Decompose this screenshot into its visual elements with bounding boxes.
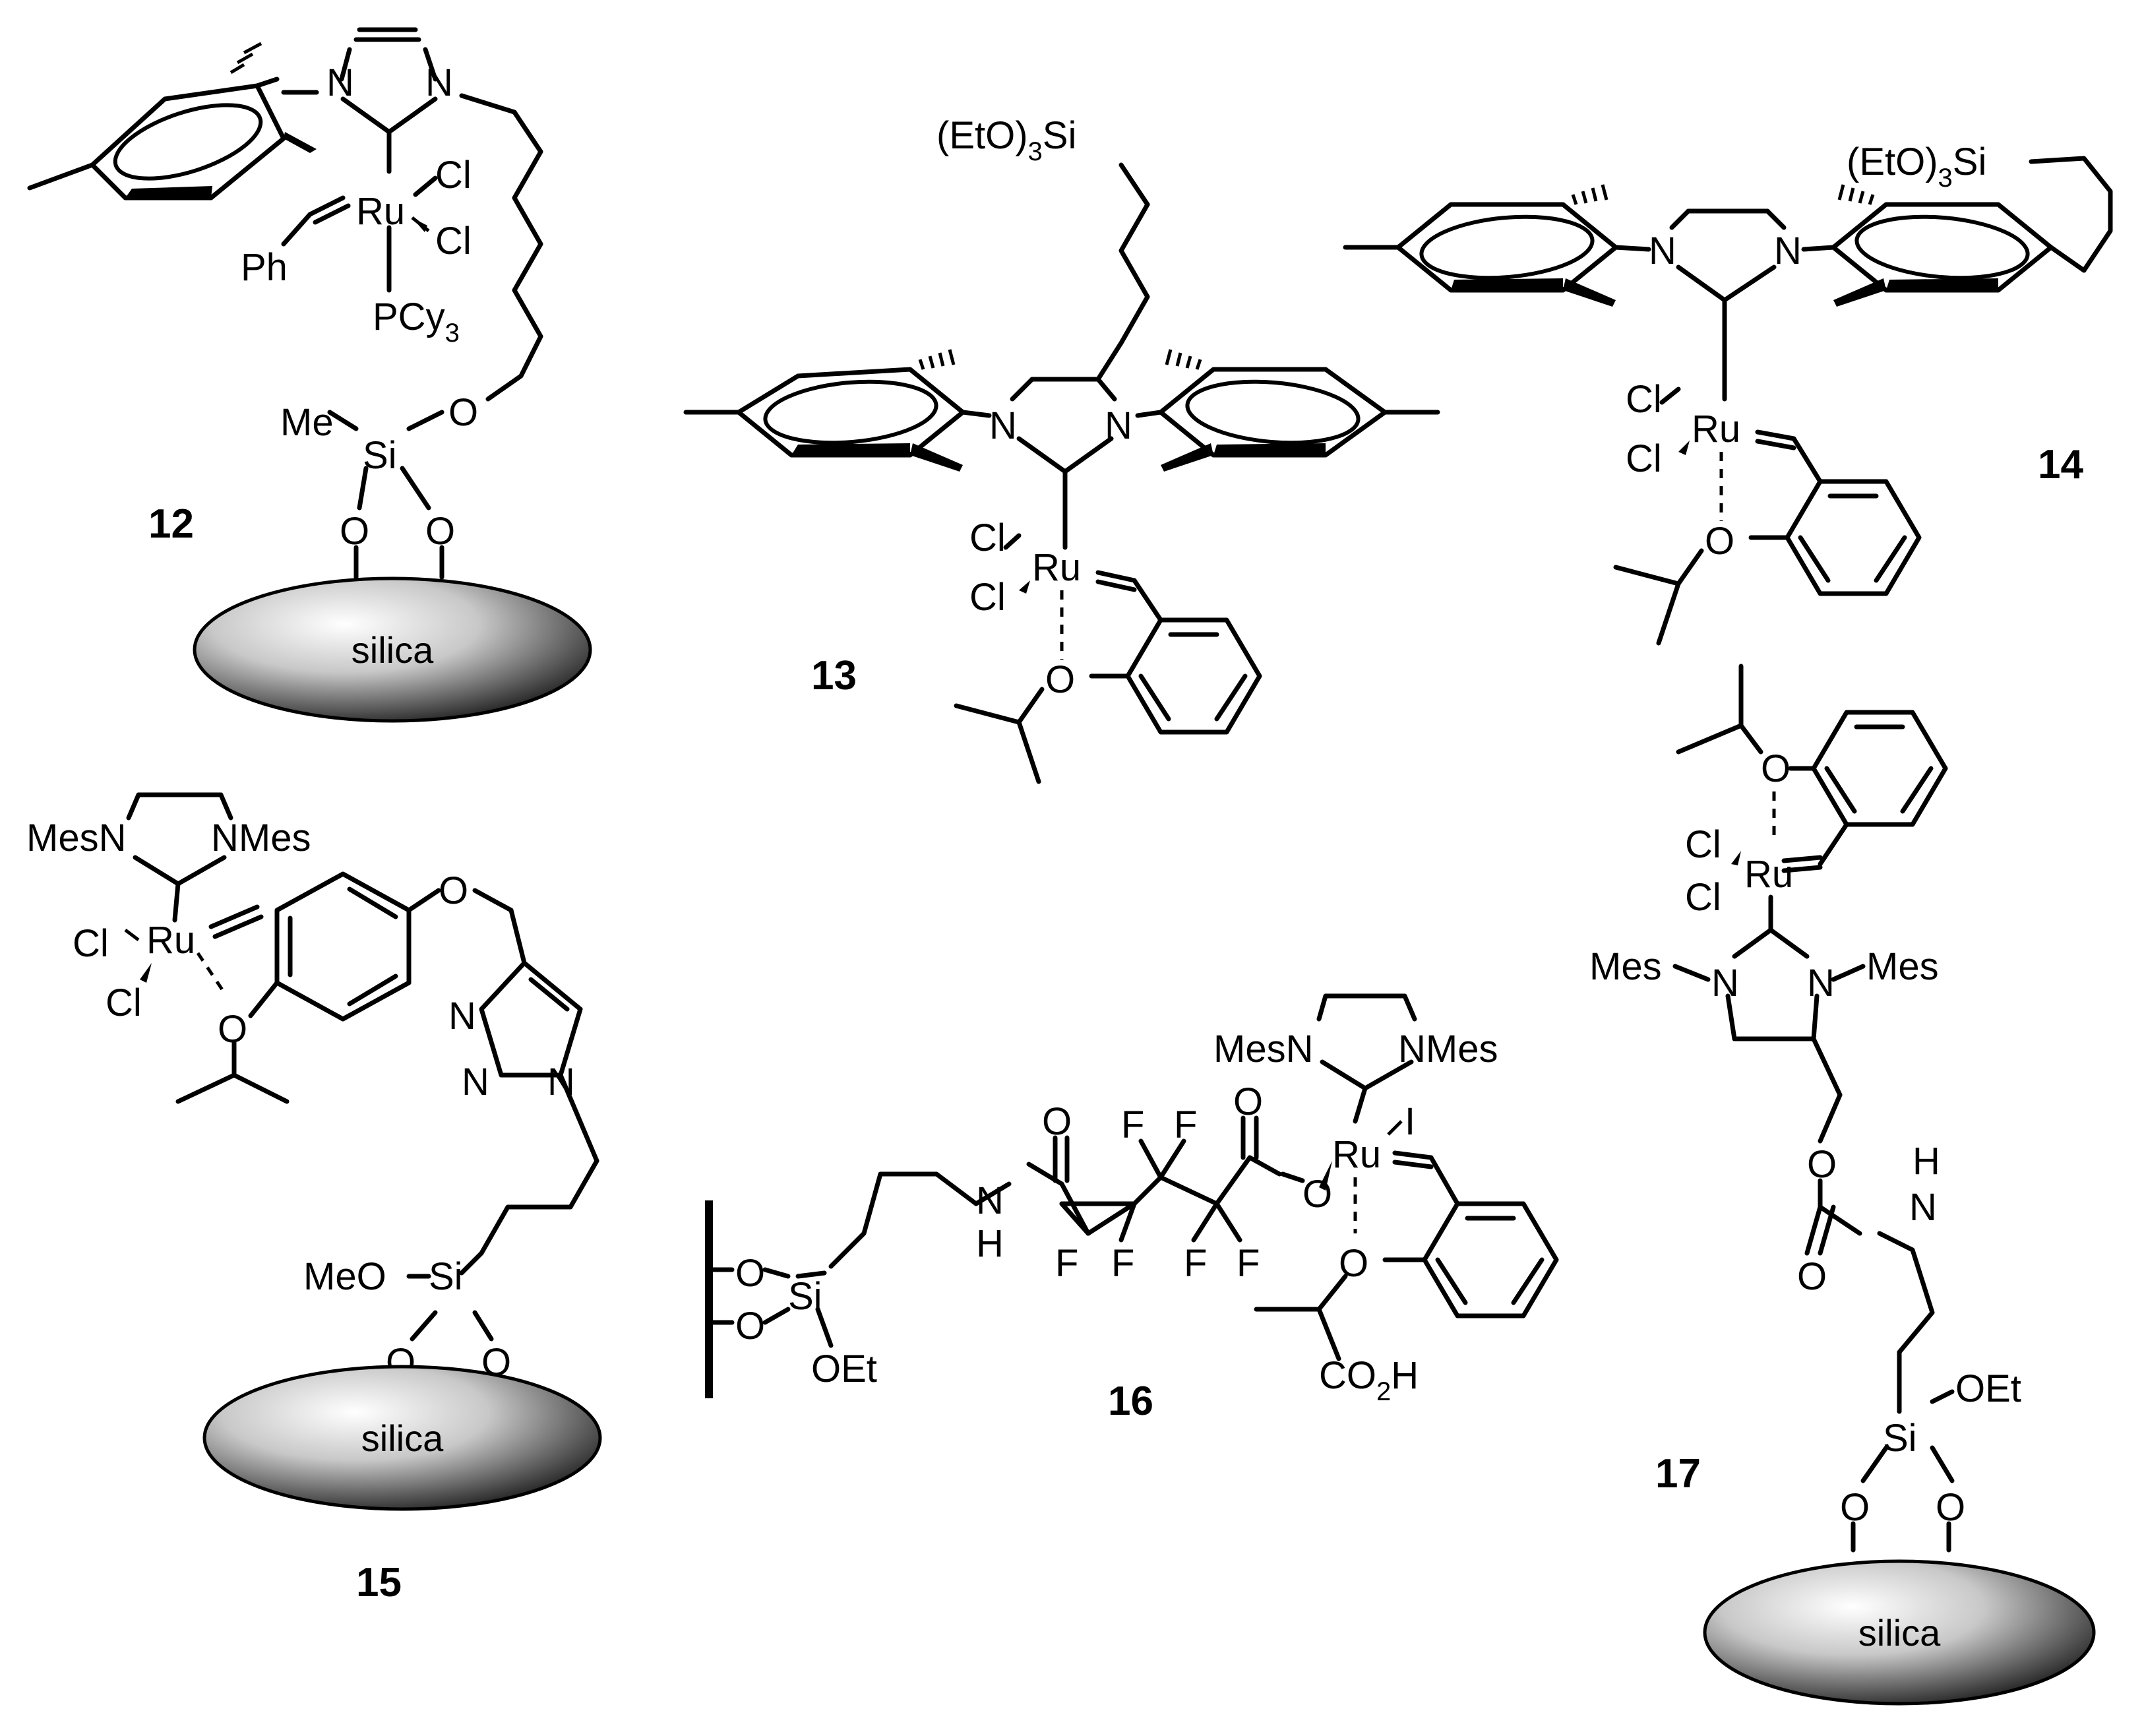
atom-ru: Ru <box>1744 853 1793 896</box>
atom-oet: OEt <box>1955 1367 2021 1410</box>
atom-n1: N <box>326 61 354 104</box>
compound-number: 13 <box>811 653 857 698</box>
mesityl-ring-12 <box>27 42 317 201</box>
atom-cl: Cl <box>73 922 109 965</box>
atom-ru: Ru <box>356 190 405 233</box>
silica-support <box>1703 1559 2096 1706</box>
atom-o: O <box>1339 1242 1368 1285</box>
atom-mesn: MesN <box>26 817 126 859</box>
atom-o: O <box>1705 520 1734 563</box>
compound-number: 16 <box>1108 1379 1153 1424</box>
atom-cl: Cl <box>969 516 1006 559</box>
atom-o: O <box>1840 1486 1870 1529</box>
atom-n1: N <box>989 404 1017 447</box>
atom-si: Si <box>363 434 397 477</box>
atom-n2: N <box>1774 230 1802 272</box>
atom-o: O <box>448 391 478 434</box>
compound-15: MesN NMes Cl Cl Ru O O N N N MeO Si O O … <box>26 792 602 1605</box>
atom-n: N <box>448 995 476 1038</box>
atom-mes: Mes <box>1866 945 1939 988</box>
atom-ru: Ru <box>1332 1133 1381 1176</box>
atom-cl: Cl <box>106 981 142 1024</box>
compound-number: 15 <box>356 1560 402 1605</box>
atom-o: O <box>1807 1143 1837 1186</box>
etosi-group: (EtO)3Si <box>1847 140 1986 193</box>
atom-f: F <box>1111 1242 1134 1285</box>
atom-cl: Cl <box>1626 378 1662 421</box>
atom-h: H <box>976 1222 1004 1265</box>
atom-pcy: PCy3 <box>373 295 460 348</box>
atom-nmes: NMes <box>211 817 311 859</box>
atom-f: F <box>1055 1242 1078 1285</box>
atom-f: F <box>1121 1103 1144 1146</box>
atom-cl: Cl <box>1685 876 1721 919</box>
silica-support <box>202 1365 602 1511</box>
atom-f: F <box>1174 1103 1197 1146</box>
atom-n2: N <box>1105 404 1132 447</box>
atom-n: N <box>976 1179 1004 1222</box>
atom-o-iso: O <box>1761 747 1791 790</box>
atom-o: O <box>1233 1080 1263 1123</box>
compound-17: O Cl Cl Ru Mes Mes N N O H N O Si OEt O … <box>1589 664 2096 1706</box>
atom-mes: Mes <box>1589 945 1662 988</box>
atom-n: N <box>1711 962 1739 1005</box>
compound-number: 12 <box>148 501 194 547</box>
atom-o: O <box>1302 1173 1332 1216</box>
atom-cl: Cl <box>435 154 472 197</box>
atom-n: N <box>1807 962 1835 1005</box>
atom-si: Si <box>1883 1417 1917 1460</box>
atom-n1: N <box>1649 230 1676 272</box>
compound-number: 17 <box>1655 1451 1701 1497</box>
atom-ru: Ru <box>1032 546 1081 589</box>
atom-meo: MeO <box>303 1255 386 1298</box>
compound-number: 14 <box>2038 442 2083 487</box>
compound-14: (EtO)3Si N N Cl Cl Ru O 14 <box>1343 140 2113 646</box>
atom-o: O <box>735 1252 765 1295</box>
compound-12: N N Ru Cl Cl Ph PCy3 O Me Si O O silica … <box>27 27 592 723</box>
atom-o: O <box>1042 1100 1072 1143</box>
compound-13: (EtO)3Si N N Cl Cl Ru O 13 <box>683 114 1440 784</box>
atom-f: F <box>1184 1242 1207 1285</box>
atom-nmes: NMes <box>1398 1028 1498 1070</box>
co2h-group: CO2H <box>1319 1354 1419 1406</box>
silica-label: silica <box>1858 1612 1941 1654</box>
atom-o: O <box>1936 1486 1965 1529</box>
atom-o-iso: O <box>218 1008 247 1051</box>
atom-f: F <box>1237 1242 1260 1285</box>
atom-o-ether: O <box>439 869 468 912</box>
atom-ph: Ph <box>241 246 288 289</box>
atom-o: O <box>1797 1255 1827 1298</box>
atom-ru: Ru <box>1692 408 1740 450</box>
silica-support <box>193 576 592 723</box>
atom-o: O <box>340 510 369 553</box>
atom-o: O <box>735 1305 765 1348</box>
atom-cl: Cl <box>1626 437 1662 480</box>
atom-cl: Cl <box>969 576 1006 619</box>
atom-me: Me <box>280 401 334 444</box>
etosi-group: (EtO)3Si <box>936 114 1076 166</box>
silica-label: silica <box>352 629 434 671</box>
atom-oet: OEt <box>811 1348 877 1390</box>
atom-mesn: MesN <box>1213 1028 1313 1070</box>
atom-cl: Cl <box>1685 823 1721 866</box>
atom-o: O <box>425 510 455 553</box>
compound-16: MesN NMes Ru I O O O O N H F F F F F F O… <box>705 993 1559 1424</box>
atom-h: H <box>1913 1140 1940 1183</box>
atom-n: N <box>462 1061 489 1103</box>
atom-n2: N <box>425 61 453 104</box>
atom-cl: Cl <box>435 220 472 263</box>
atom-o: O <box>1045 658 1075 701</box>
atom-si: Si <box>788 1275 822 1318</box>
atom-n: N <box>547 1061 575 1103</box>
atom-i: I <box>1405 1100 1415 1143</box>
silica-label: silica <box>361 1417 444 1459</box>
atom-ru: Ru <box>146 919 195 962</box>
atom-n: N <box>1909 1186 1937 1229</box>
atom-si: Si <box>429 1255 463 1298</box>
